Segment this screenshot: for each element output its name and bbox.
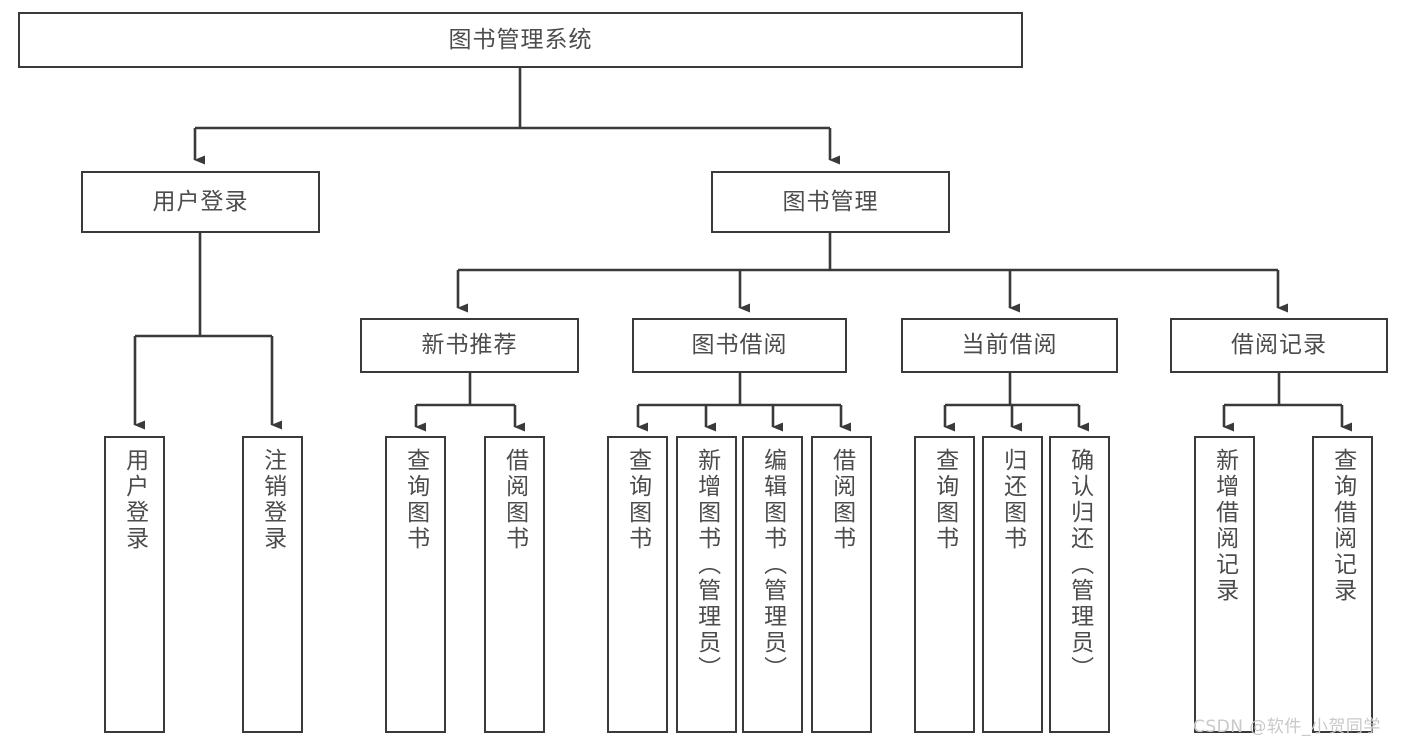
node-new-book-rec-label: 新书推荐	[421, 332, 518, 359]
node-root-label: 图书管理系统	[448, 26, 593, 53]
node-leaf-logout[interactable]: 注销登录	[242, 436, 303, 733]
node-new-book-rec[interactable]: 新书推荐	[360, 318, 579, 373]
node-leaf-logout-label: 注销登录	[259, 448, 286, 552]
node-leaf-query-book-borrow-label: 查询图书	[624, 448, 651, 552]
node-leaf-query-record-label: 查询借阅记录	[1329, 448, 1356, 604]
node-leaf-edit-book-label: 编辑图书（管理员）	[759, 448, 786, 682]
watermark-text: CSDN @软件_小贺同学	[1193, 717, 1381, 737]
node-leaf-query-book-cur-label: 查询图书	[931, 448, 958, 552]
node-leaf-borrow-book-rec-label: 借阅图书	[501, 448, 528, 552]
node-book-manage[interactable]: 图书管理	[711, 171, 950, 233]
node-book-borrow[interactable]: 图书借阅	[632, 318, 847, 373]
node-user-login[interactable]: 用户登录	[81, 171, 320, 233]
node-book-manage-label: 图书管理	[782, 188, 879, 215]
node-leaf-query-record[interactable]: 查询借阅记录	[1312, 436, 1373, 733]
node-current-borrow-label: 当前借阅	[961, 332, 1058, 359]
node-leaf-borrow-book[interactable]: 借阅图书	[811, 436, 872, 733]
node-borrow-record-label: 借阅记录	[1231, 332, 1327, 359]
node-leaf-borrow-book-rec[interactable]: 借阅图书	[484, 436, 545, 733]
node-leaf-borrow-book-label: 借阅图书	[828, 448, 855, 552]
node-leaf-add-book[interactable]: 新增图书（管理员）	[676, 436, 737, 733]
node-leaf-add-book-label: 新增图书（管理员）	[693, 448, 720, 682]
node-leaf-add-record-label: 新增借阅记录	[1211, 448, 1238, 604]
node-book-borrow-label: 图书借阅	[691, 332, 788, 359]
node-root[interactable]: 图书管理系统	[18, 12, 1023, 68]
node-leaf-edit-book[interactable]: 编辑图书（管理员）	[742, 436, 803, 733]
node-user-login-label: 用户登录	[152, 188, 249, 215]
node-leaf-query-book-borrow[interactable]: 查询图书	[607, 436, 668, 733]
node-leaf-confirm-return-label: 确认归还（管理员）	[1066, 448, 1093, 682]
node-leaf-query-book-cur[interactable]: 查询图书	[914, 436, 975, 733]
node-leaf-return-book-label: 归还图书	[999, 448, 1026, 552]
node-current-borrow[interactable]: 当前借阅	[901, 318, 1118, 373]
node-leaf-confirm-return[interactable]: 确认归还（管理员）	[1049, 436, 1110, 733]
node-borrow-record[interactable]: 借阅记录	[1170, 318, 1388, 373]
node-leaf-query-book-rec[interactable]: 查询图书	[385, 436, 446, 733]
node-leaf-add-record[interactable]: 新增借阅记录	[1194, 436, 1255, 733]
node-leaf-query-book-rec-label: 查询图书	[402, 448, 429, 552]
node-leaf-return-book[interactable]: 归还图书	[982, 436, 1043, 733]
node-leaf-user-login[interactable]: 用户登录	[104, 436, 165, 733]
node-leaf-user-login-label: 用户登录	[121, 448, 148, 552]
